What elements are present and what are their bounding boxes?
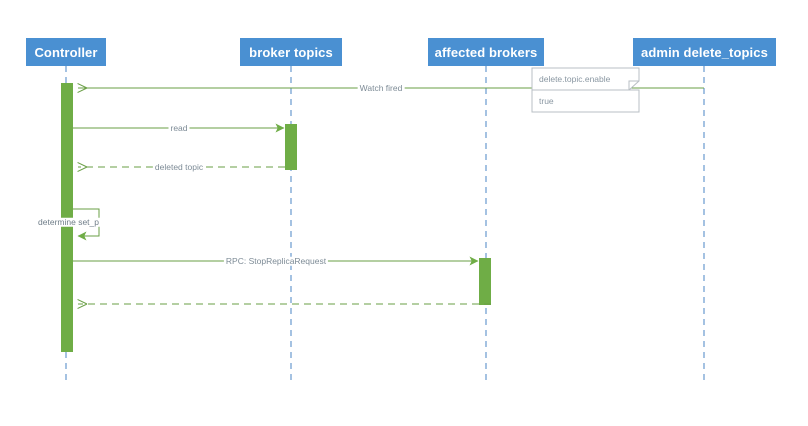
lifeline-header-label: admin delete_topics [641,44,768,60]
note-title-outline [531,67,640,91]
message-label-deleted-topic: deleted topic [152,161,206,172]
lifeline-header-label: affected brokers [434,44,538,60]
note-fold-icon [628,80,639,90]
message-label-watch-fired: Watch fired [357,82,405,93]
lifeline-header-controller[interactable]: Controller [26,38,106,66]
activation-bar-broker-topics [285,124,297,170]
message-label-read: read [168,122,190,133]
note-body-outline [531,89,640,113]
activation-bars [61,83,491,352]
lifeline-header-label: Controller [34,44,98,60]
activation-bar-controller [61,83,73,352]
message-label-determine-set-p: determine set_p [37,216,100,227]
lifeline-header-label: broker topics [249,44,333,60]
lifeline-header-admin-delete-topics[interactable]: admin delete_topics [633,38,776,66]
activation-bar-affected-brokers [479,258,491,305]
lifeline-header-broker-topics[interactable]: broker topics [240,38,342,66]
note-delete-topic-enable [531,67,640,113]
note-title-text: delete.topic.enable [539,74,611,84]
message-arrows [73,88,704,304]
lifeline-lines [65,66,705,380]
message-label-rpc-stopreplicarequest: RPC: StopReplicaRequest [223,255,329,266]
lifeline-header-affected-brokers[interactable]: affected brokers [428,38,544,66]
note-body-text: true [539,96,554,106]
